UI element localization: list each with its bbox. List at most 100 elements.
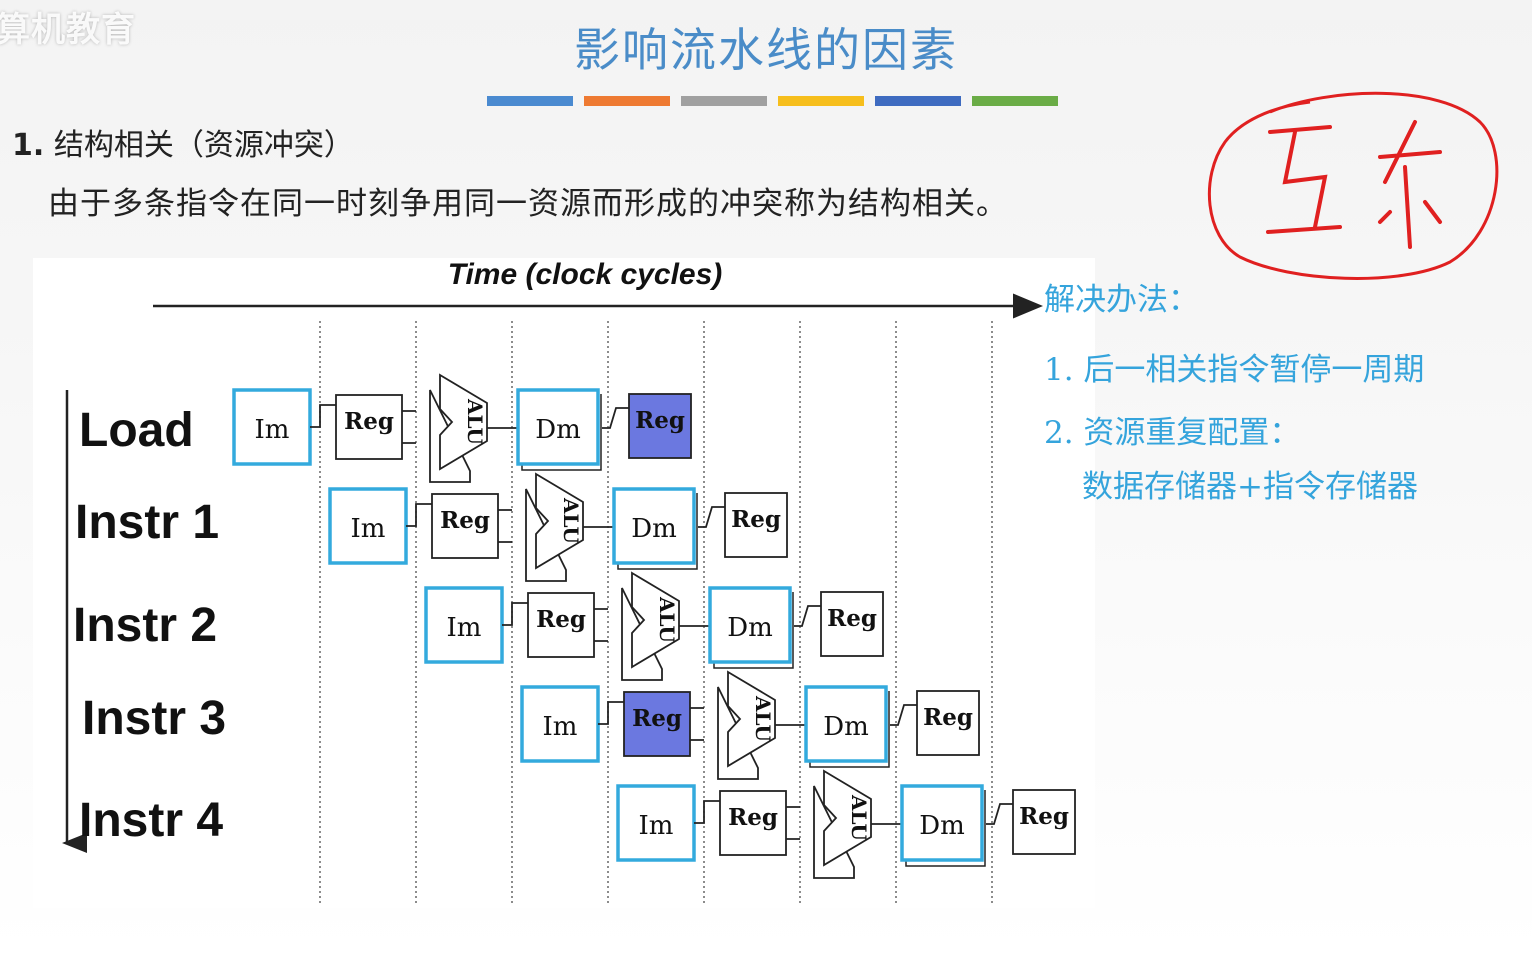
connector-line (890, 704, 918, 726)
handwritten-annotation (1207, 91, 1499, 280)
alu-label: ALU (655, 596, 679, 643)
slide-title: 影响流水线的因素 (574, 23, 958, 77)
pipeline-row: Instr 1 Im Reg ALU Dm Reg (75, 472, 788, 582)
im-stage-box (520, 685, 600, 763)
alu-label: ALU (463, 398, 487, 445)
reg-write-label: Reg (635, 407, 685, 434)
reg-read-label: Reg (440, 507, 490, 534)
pipeline-row: Instr 3 Im Reg ALU Dm Reg (82, 670, 980, 780)
connector-line (406, 503, 432, 527)
dm-shadow (809, 691, 890, 768)
reg-read-box (527, 592, 595, 658)
reg-write-box (1012, 789, 1076, 855)
section-description: 由于多条指令在同一时刻争用同一资源而形成的冲突称为结构相关。 (48, 186, 1008, 222)
color-bar-segment (778, 96, 864, 106)
connector-line (598, 701, 624, 725)
alu-unit (535, 472, 584, 570)
reg-write-label: Reg (827, 605, 877, 632)
im-stage-box (616, 784, 696, 862)
dm-stage-box (804, 685, 888, 763)
pipeline-row: Load Im Reg ALU Dm Reg (79, 373, 692, 483)
solution-item-2-detail: 数据存储器+指令存储器 (1082, 469, 1418, 505)
dm-stage-label: Dm (535, 415, 581, 445)
im-stage-label: Im (543, 712, 578, 742)
solution-item-1: 1. 后一相关指令暂停一周期 (1044, 352, 1425, 388)
pipeline-row: Instr 2 Im Reg ALU Dm Reg (73, 571, 884, 681)
reg-read-box (431, 493, 499, 559)
alu-unit (631, 571, 680, 669)
color-bar-segment (972, 96, 1058, 106)
solution-item-2: 2. 资源重复配置： (1044, 415, 1301, 451)
section-title: 结构相关（资源冲突） (53, 128, 354, 163)
alu-unit (439, 373, 488, 471)
connector-line (498, 509, 512, 543)
time-axis-label: Time (clock cycles) (448, 258, 723, 291)
im-stage-label: Im (639, 811, 674, 841)
dm-stage-label: Dm (823, 712, 869, 742)
connector-line (986, 803, 1014, 825)
reg-read-box-conflict (623, 691, 691, 757)
reg-write-label: Reg (923, 704, 973, 731)
watermark-text: 算机教育 (0, 10, 136, 50)
solutions-heading: 解决办法： (1044, 282, 1199, 318)
connector-line (602, 407, 630, 429)
color-bar-segment (487, 96, 573, 106)
section-heading: 1. 结构相关（资源冲突） (12, 120, 354, 164)
im-stage-box (232, 388, 312, 466)
connector-line (310, 404, 336, 428)
dm-stage-label: Dm (631, 514, 677, 544)
color-bar-segment (681, 96, 767, 106)
connector-line (698, 506, 726, 528)
handwritten-characters (1266, 120, 1442, 249)
pipeline-row: Instr 4 Im Reg ALU Dm Reg (79, 769, 1076, 879)
instruction-label: Instr 4 (79, 794, 223, 847)
reg-read-label: Reg (536, 606, 586, 633)
section-number: 1. (12, 128, 45, 163)
reg-write-box (916, 690, 980, 756)
connector-line (502, 602, 528, 626)
im-stage-label: Im (447, 613, 482, 643)
connector-line (594, 608, 608, 642)
reg-write-box-conflict (628, 393, 692, 459)
connector-line (402, 410, 416, 444)
reg-read-label: Reg (344, 408, 394, 435)
reg-write-box (820, 591, 884, 657)
alu-label: ALU (559, 497, 583, 544)
connector-line (786, 806, 800, 840)
dm-shadow (521, 394, 602, 471)
alu-unit (823, 769, 872, 867)
dm-stage-label: Dm (919, 811, 965, 841)
instruction-label: Instr 1 (75, 496, 219, 549)
im-stage-label: Im (255, 415, 290, 445)
connector-line (690, 707, 704, 741)
alu-unit (727, 670, 776, 768)
dm-stage-box (708, 586, 792, 664)
dm-stage-box (612, 487, 696, 565)
reg-read-label: Reg (728, 804, 778, 831)
dm-shadow (713, 592, 794, 669)
reg-read-label: Reg (632, 705, 682, 732)
connector-line (794, 605, 822, 627)
im-stage-label: Im (351, 514, 386, 544)
color-bar-segment (584, 96, 670, 106)
instruction-label: Instr 3 (82, 692, 226, 745)
dm-shadow (905, 790, 986, 867)
dm-stage-label: Dm (727, 613, 773, 643)
reg-read-box (719, 790, 787, 856)
handwritten-circle (1207, 91, 1499, 280)
instruction-label: Load (79, 404, 194, 457)
reg-write-box (724, 492, 788, 558)
dm-shadow (617, 493, 698, 570)
color-bar-segment (875, 96, 961, 106)
instruction-label: Instr 2 (73, 599, 217, 652)
reg-write-label: Reg (1019, 803, 1069, 830)
dm-stage-box (900, 784, 984, 862)
alu-label: ALU (847, 794, 871, 841)
connector-line (694, 800, 720, 824)
alu-label: ALU (751, 695, 775, 742)
reg-write-label: Reg (731, 506, 781, 533)
dm-stage-box (516, 388, 600, 466)
reg-read-box (335, 394, 403, 460)
